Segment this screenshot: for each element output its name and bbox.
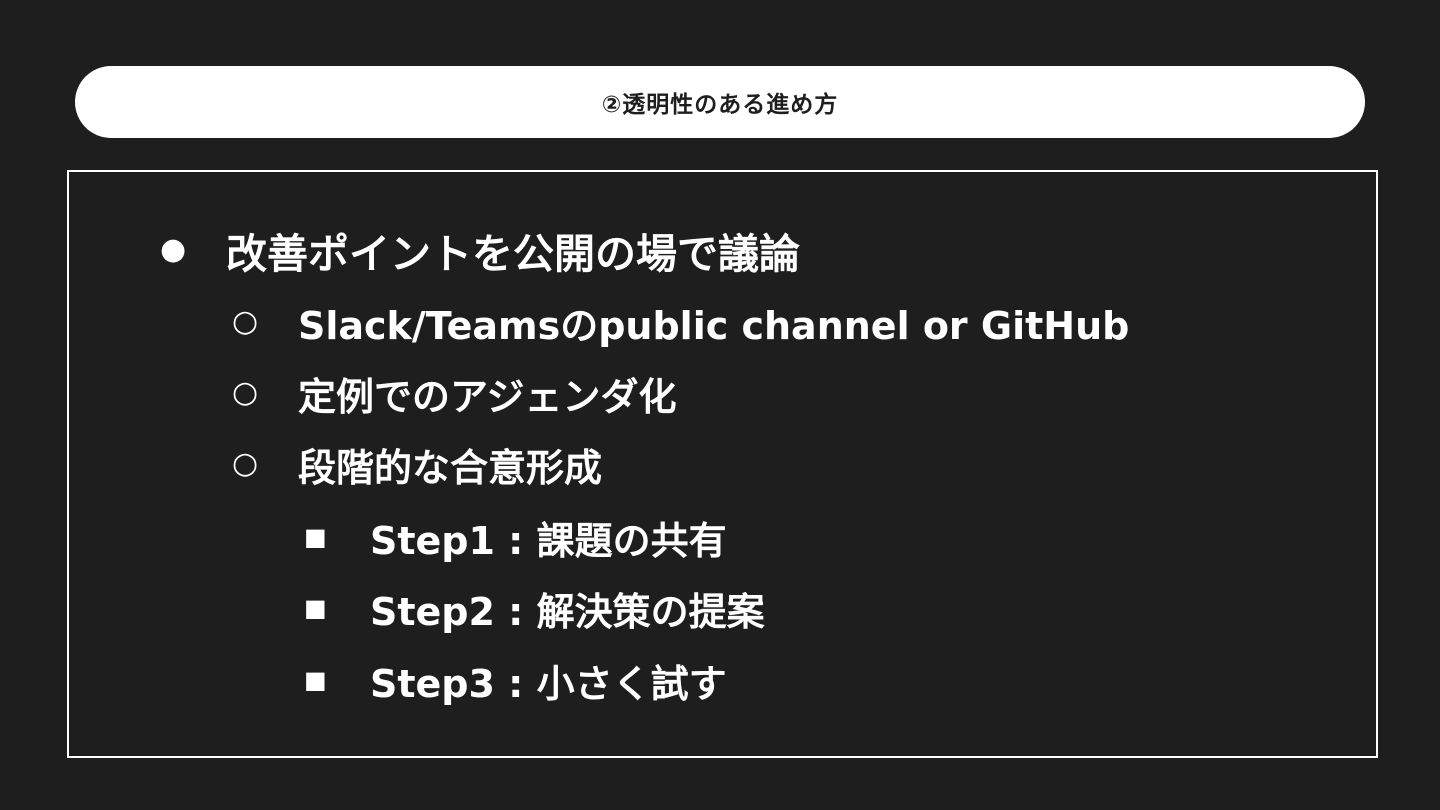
title-pill: ②透明性のある進め方: [75, 66, 1365, 138]
list-item-level3: ■ Step2 : 解決策の提案: [304, 582, 765, 634]
content-box: [67, 170, 1378, 758]
hollow-circle-bullet-icon: ○: [232, 304, 259, 339]
list-item-text: Slack/Teamsのpublic channel or GitHub: [298, 303, 1130, 348]
hollow-circle-bullet-icon: ○: [232, 446, 259, 481]
list-item-level2: ○ 段階的な合意形成: [232, 438, 602, 490]
list-item-level1: ● 改善ポイントを公開の場で議論: [160, 222, 800, 278]
list-item-text: Step3 : 小さく試す: [370, 661, 727, 706]
square-bullet-icon: ■: [304, 523, 327, 551]
list-item-level3: ■ Step1 : 課題の共有: [304, 511, 727, 563]
list-item-level2: ○ Slack/Teamsのpublic channel or GitHub: [232, 296, 1129, 348]
list-item-text: Step1 : 課題の共有: [370, 518, 727, 563]
hollow-circle-bullet-icon: ○: [232, 375, 259, 410]
list-item-level2: ○ 定例でのアジェンダ化: [232, 367, 676, 419]
square-bullet-icon: ■: [304, 594, 327, 622]
list-item-text: 定例でのアジェンダ化: [298, 374, 677, 419]
list-item-text: Step2 : 解決策の提案: [370, 589, 765, 634]
slide-title: ②透明性のある進め方: [601, 92, 839, 118]
list-item-text: 段階的な合意形成: [298, 445, 603, 490]
square-bullet-icon: ■: [304, 666, 327, 694]
list-item-text: 改善ポイントを公開の場で議論: [226, 230, 800, 278]
filled-circle-bullet-icon: ●: [160, 232, 187, 267]
list-item-level3: ■ Step3 : 小さく試す: [304, 654, 727, 706]
